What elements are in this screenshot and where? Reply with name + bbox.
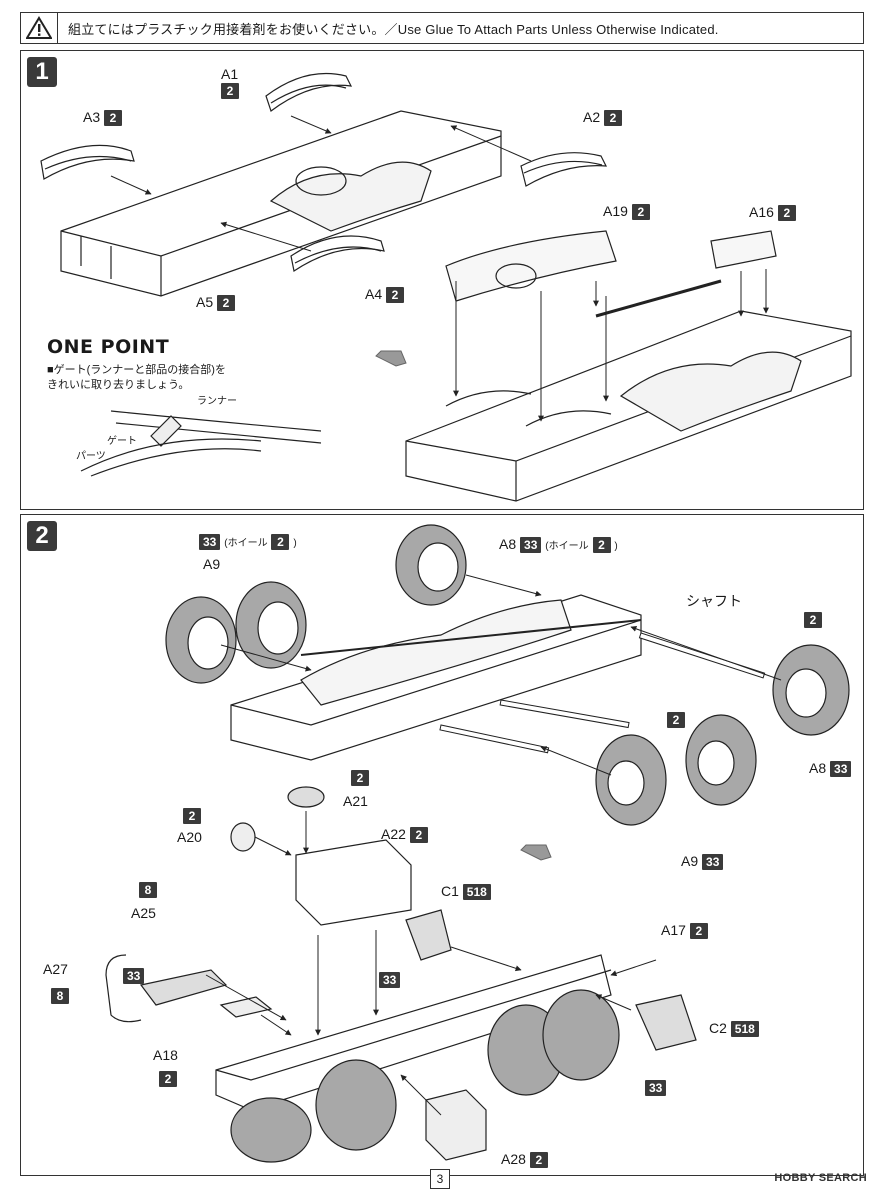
gate-diagram bbox=[80, 410, 322, 477]
one-point-title: ONE POINT bbox=[47, 336, 170, 358]
next-arrow-icon bbox=[375, 350, 407, 367]
step-2-illustration bbox=[105, 524, 850, 1163]
part-label-a21: A21 bbox=[343, 793, 368, 809]
part-label-a4: A4 2 bbox=[365, 286, 405, 303]
part-label-a20: A20 bbox=[177, 829, 202, 845]
color-a18: 2 bbox=[159, 1070, 177, 1087]
part-label-a22: A22 2 bbox=[381, 826, 428, 843]
step-1-panel: 1 bbox=[20, 50, 864, 510]
part-label-a9-bottom: A9 33 bbox=[681, 853, 724, 870]
hub-color-a9-bottom: 2 bbox=[667, 711, 685, 728]
color-a25: 8 bbox=[139, 881, 157, 898]
part-label-a17: A17 2 bbox=[661, 922, 708, 939]
color-c1-sub: 33 bbox=[379, 971, 401, 988]
color-a27: 8 bbox=[51, 987, 69, 1004]
part-label-a3: A3 2 bbox=[83, 109, 123, 126]
hub-color-a8-right: 2 bbox=[804, 611, 822, 628]
one-point-note: ■ゲート(ランナーと部品の接合部)を きれいに取り去りましょう。 bbox=[47, 364, 226, 391]
part-label-a25: A25 bbox=[131, 905, 156, 921]
part-label-a9-top: A9 bbox=[203, 556, 221, 572]
part-label: パーツ bbox=[76, 451, 106, 462]
wheel-note-top-left: 33 (ホイール 2 ) bbox=[199, 533, 297, 552]
color-a27-sub: 33 bbox=[123, 967, 145, 984]
next-arrow-icon bbox=[520, 844, 552, 861]
watermark-credit: HOBBY SEARCH bbox=[774, 1172, 867, 1184]
part-label-a8-top: A8 33 (ホイール 2 ) bbox=[499, 536, 618, 553]
step-number: 1 bbox=[27, 57, 57, 87]
page-number: 3 bbox=[430, 1169, 450, 1189]
color-a20: 2 bbox=[183, 807, 201, 824]
step-1-illustration bbox=[40, 73, 852, 502]
part-label-a28: A28 2 bbox=[501, 1151, 548, 1168]
instruction-text: 組立てにはプラスチック用接着剤をお使いください。／Use Glue To Att… bbox=[68, 21, 719, 37]
part-label-a18: A18 bbox=[153, 1047, 178, 1063]
step-number: 2 bbox=[27, 521, 57, 551]
gate-label: ゲート bbox=[107, 436, 137, 447]
color-a21: 2 bbox=[351, 769, 369, 786]
glue-instruction-banner: 組立てにはプラスチック用接着剤をお使いください。／Use Glue To Att… bbox=[20, 12, 864, 44]
shaft-label: シャフト bbox=[686, 593, 742, 609]
step-2-panel: 2 bbox=[20, 514, 864, 1176]
runner-label: ランナー bbox=[197, 396, 237, 407]
part-label-a19: A19 2 bbox=[603, 203, 650, 220]
part-label-a27: A27 bbox=[43, 961, 68, 977]
part-label-a16: A16 2 bbox=[749, 204, 796, 221]
part-label-a8-right: A8 33 bbox=[809, 760, 852, 777]
part-label-c2: C2 518 bbox=[709, 1020, 759, 1037]
warning-icon bbox=[21, 13, 58, 43]
part-label-a5: A5 2 bbox=[196, 294, 236, 311]
part-label-a2: A2 2 bbox=[583, 109, 623, 126]
color-c2-sub: 33 bbox=[645, 1079, 667, 1096]
part-label-c1: C1 518 bbox=[441, 883, 491, 900]
